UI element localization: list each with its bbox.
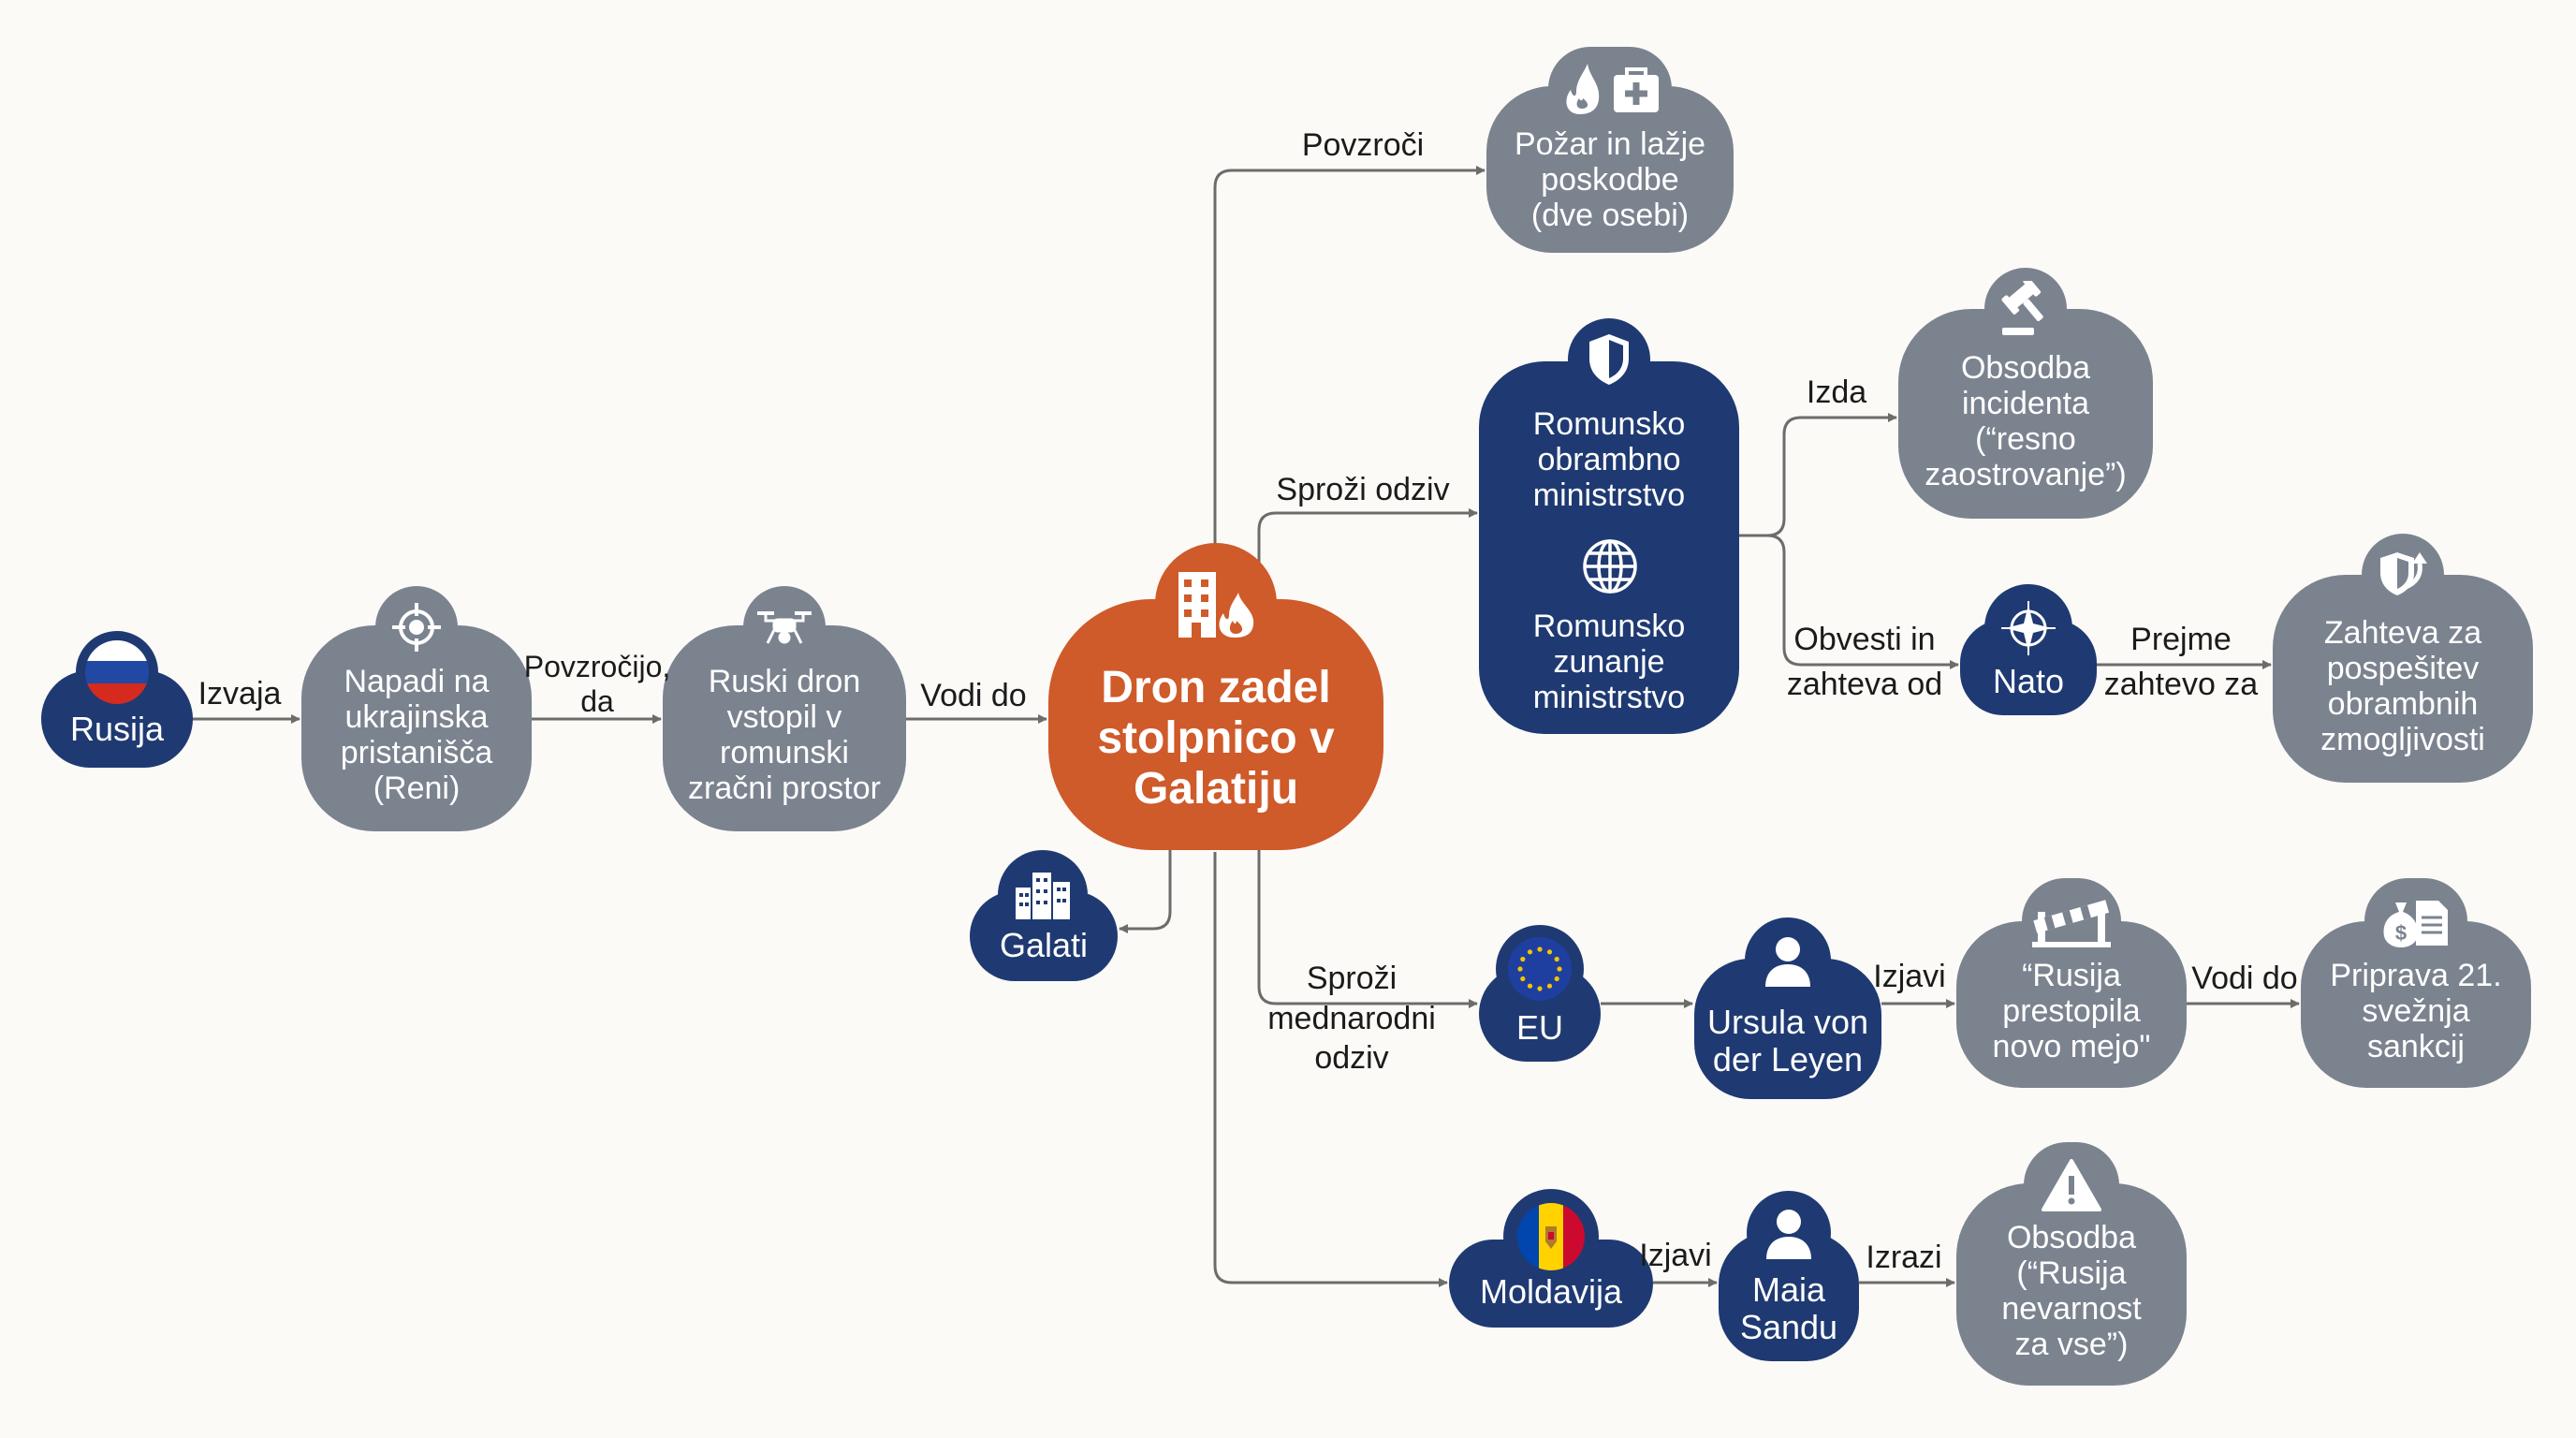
node-napadi-label: Napadi na ukrajinska pristanišča (Reni) — [340, 663, 493, 807]
node-rusija: Rusija — [41, 631, 193, 768]
node-maia-label: Maia Sandu — [1739, 1269, 1838, 1346]
person-icon — [1747, 1191, 1831, 1275]
svg-text:$: $ — [2395, 921, 2407, 945]
node-rusija-label: Rusija — [69, 709, 165, 748]
node-galati-label: Galati — [999, 925, 1089, 964]
node-ministrstvo-zunanje-label: Romunsko zunanje ministrstvo — [1532, 609, 1686, 716]
node-ruski-dron: Ruski dron vstopil v romunski zračni pro… — [663, 586, 906, 831]
edge-label-izjavi-1: Izjavi — [1873, 959, 1946, 994]
gavel-icon — [1984, 268, 2067, 350]
edge-ministrstva-obsodba — [1739, 413, 1897, 537]
edge-ministrstva-nato — [1739, 534, 1959, 669]
edge-zadel-pozar — [1213, 166, 1486, 545]
edge-label-prejme: Prejme zahtevo za — [2103, 622, 2259, 702]
node-ministrstvo-obrambno-label: Romunsko obrambno ministrstvo — [1532, 406, 1686, 514]
edge-zadel-ministrstva — [1257, 508, 1478, 571]
node-nato-label: Nato — [1992, 661, 2065, 700]
edge-zadel-moldavija — [1213, 852, 1448, 1287]
node-galati: Galati — [970, 850, 1118, 981]
node-eu-label: EU — [1515, 1007, 1563, 1047]
edge-label-vodi-do-2: Vodi do — [2191, 961, 2298, 996]
node-maia: Maia Sandu — [1719, 1191, 1859, 1361]
node-ursula: Ursula von der Leyen — [1694, 917, 1881, 1099]
node-obsodba-rusija: Obsodba (“Rusija nevarnost za vse”) — [1956, 1142, 2187, 1386]
edge-label-sprozi-odziv: Sproži odziv — [1276, 472, 1450, 507]
money-document-icon: $ — [2364, 878, 2467, 964]
shield-arrow-icon — [2362, 534, 2444, 616]
node-dron-zadel-label: Dron zadel stolpnico v Galatiju — [1097, 663, 1335, 814]
eu-flag-icon — [1496, 925, 1584, 1013]
edge-label-izvaja: Izvaja — [198, 676, 282, 712]
burning-building-icon — [1155, 543, 1277, 665]
node-obsodba-rusija-label: Obsodba (“Rusija nevarnost za vse”) — [2001, 1219, 2142, 1363]
nato-compass-icon — [1984, 584, 2072, 672]
barrier-icon — [2022, 878, 2121, 964]
node-ursula-label: Ursula von der Leyen — [1706, 1002, 1869, 1078]
node-dron-zadel: Dron zadel stolpnico v Galatiju — [1048, 543, 1383, 850]
edge-zadel-galati — [1119, 850, 1172, 933]
warning-icon — [2024, 1142, 2119, 1228]
shield-icon — [1568, 318, 1650, 401]
russia-flag-icon — [76, 631, 158, 713]
node-ruski-dron-label: Ruski dron vstopil v romunski zračni pro… — [688, 663, 881, 807]
node-obsodba-incidenta: Obsodba incidenta (“resno zaostrovanje”) — [1898, 268, 2153, 519]
fire-medkit-icon — [1548, 47, 1672, 131]
node-moldavija-label: Moldavija — [1479, 1271, 1623, 1311]
node-nato: Nato — [1960, 584, 2097, 715]
globe-icon — [1581, 537, 1639, 595]
target-icon — [375, 586, 458, 668]
node-priprava-label: Priprava 21. svežnja sankcij — [2330, 957, 2502, 1065]
edge-label-izrazi: Izrazi — [1866, 1240, 1942, 1275]
node-pozar: Požar in lažje poskodbe (dve osebi) — [1486, 47, 1734, 253]
edge-label-povzroci: Povzroči — [1301, 127, 1425, 163]
node-priprava: $ Priprava 21. svežnja sankcij — [2301, 878, 2531, 1088]
edge-label-izjavi-2: Izjavi — [1639, 1238, 1712, 1273]
city-icon — [998, 850, 1088, 940]
person-icon — [1745, 917, 1831, 1004]
moldova-flag-icon — [1503, 1189, 1599, 1284]
edge-label-povzrocijo: Povzročijo, da — [523, 650, 671, 718]
edge-label-obvesti: Obvesti in zahteva od — [1786, 622, 1943, 702]
node-rusija-prestopila: “Rusija prestopila novo mejo" — [1956, 878, 2187, 1088]
drone-icon — [743, 586, 826, 668]
node-ministrstva: Romunsko obrambno ministrstvo Romunsko z… — [1479, 318, 1739, 734]
edge-zadel-eu — [1257, 848, 1478, 1008]
edge-label-vodi-do-1: Vodi do — [920, 678, 1027, 713]
node-zahteva-label: Zahteva za pospešitev obrambnih zmogljiv… — [2320, 614, 2485, 758]
node-zahteva: Zahteva za pospešitev obrambnih zmogljiv… — [2273, 534, 2533, 783]
node-eu: EU — [1479, 925, 1601, 1062]
edge-label-izda: Izda — [1806, 374, 1867, 410]
node-rusija-prestopila-label: “Rusija prestopila novo mejo" — [1992, 957, 2151, 1065]
node-moldavija: Moldavija — [1449, 1189, 1653, 1328]
node-obsodba-incidenta-label: Obsodba incidenta (“resno zaostrovanje”) — [1925, 349, 2127, 493]
node-napadi: Napadi na ukrajinska pristanišča (Reni) — [301, 586, 532, 831]
edge-label-sprozi-mednarodni: Sproži mednarodni odziv — [1267, 961, 1436, 1076]
node-pozar-label: Požar in lažje poskodbe (dve osebi) — [1514, 125, 1706, 234]
